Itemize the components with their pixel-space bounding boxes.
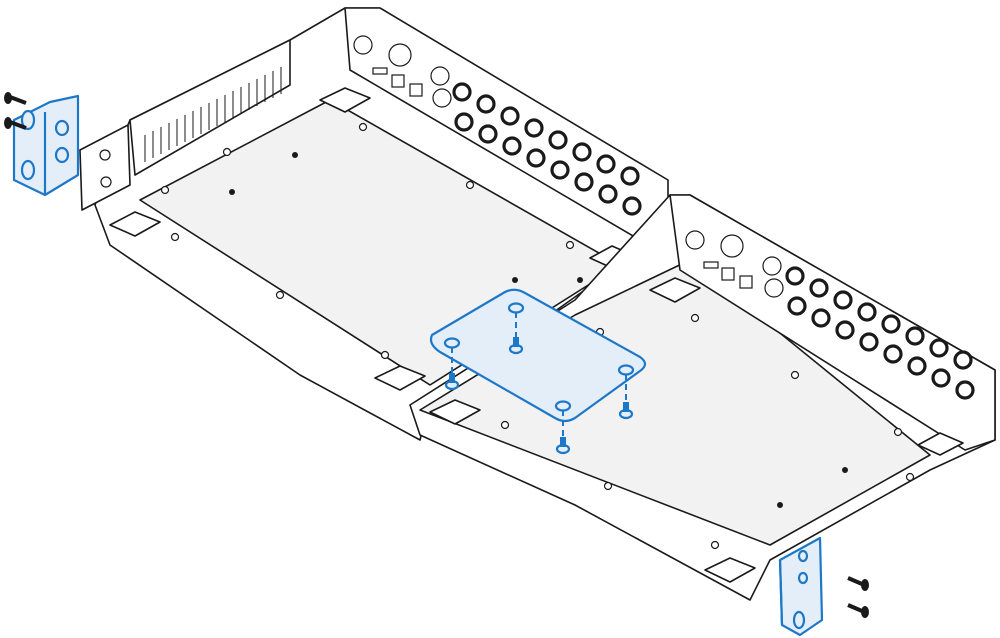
left-unit-side-wall [79,124,131,211]
rca-port [762,256,782,276]
midi-port [388,43,412,67]
audio-jack [785,266,805,286]
audio-jack [476,94,496,114]
mounting-screw-hole [577,277,583,283]
left-unit [94,7,669,441]
mounting-screw-hole [500,420,510,430]
mounting-screw-hole [465,180,475,190]
mounting-screw-hole [905,472,915,482]
audio-jack [929,338,949,358]
mounting-screw-hole [292,152,298,158]
mounting-screw-hole [275,290,285,300]
audio-jack [620,166,640,186]
audio-jack [833,290,853,310]
rca-port [430,66,450,86]
audio-jack [524,118,544,138]
plate-dash-guides [451,312,627,440]
ethernet-port [409,83,423,97]
audio-jack [809,278,829,298]
audio-jack [478,124,498,144]
rubber-foot [917,432,964,456]
rubber-foot [649,277,701,303]
joining-plate [429,288,647,423]
audio-jack [931,368,951,388]
mounting-screw-hole [777,502,783,508]
mounting-screw-hole [512,277,518,283]
rubber-foot [429,399,481,425]
audio-jack [907,356,927,376]
audio-jack [953,350,973,370]
mounting-screw-hole [229,189,235,195]
audio-jack [454,112,474,132]
left-unit-vents [144,67,282,162]
left-unit-rear-wall [129,39,291,176]
mounting-screw-hole [603,481,613,491]
audio-jack [500,106,520,126]
mounting-screw-hole [710,540,720,550]
audio-jack [452,82,472,102]
audio-jack [859,332,879,352]
plate-screws [444,337,634,455]
audio-jack [502,136,522,156]
rubber-foot [374,365,426,391]
screw-icon [4,117,27,130]
ethernet-port [391,74,405,88]
mounting-screw-hole [790,370,800,380]
audio-jack [883,344,903,364]
audio-jack [622,196,642,216]
screw-icon [618,402,634,420]
midi-port [685,230,705,250]
mounting-screw-hole [690,313,700,323]
midi-port [353,35,373,55]
ethernet-port [739,275,753,289]
audio-jack [572,142,592,162]
mounting-screw-hole [893,427,903,437]
right-unit-connectors [685,230,975,400]
mounting-screw-hole [842,467,848,473]
audio-jack [598,184,618,204]
screw-icon [555,437,571,455]
audio-jack [955,380,975,400]
screw-icon [847,603,869,618]
ethernet-port [721,267,735,281]
mounting-screw-hole [170,232,180,242]
audio-jack [596,154,616,174]
screw-icon [847,576,869,591]
mounting-screw-hole [565,240,575,250]
mounting-screw-hole [222,147,232,157]
screw-icon [508,337,524,355]
audio-jack [811,308,831,328]
mounting-screw-hole [380,350,390,360]
screw-icon [444,373,460,391]
usb-port [703,261,719,269]
left-unit-connectors [353,35,642,216]
usb-port [372,67,388,75]
audio-jack [905,326,925,346]
audio-jack [881,314,901,334]
audio-jack [548,130,568,150]
midi-port [720,234,744,258]
screw-icon [4,92,27,105]
audio-jack [550,160,570,180]
mounting-screw-hole [160,185,170,195]
right-rack-ear-assembly [778,536,869,637]
right-unit [409,194,996,601]
rubber-foot [319,87,371,113]
audio-jack [526,148,546,168]
mounting-screw-hole [358,122,368,132]
left-rack-ear-assembly [4,92,131,211]
rca-port [432,88,452,108]
audio-jack [787,296,807,316]
audio-jack [835,320,855,340]
rubber-foot [704,557,756,583]
rca-port [764,278,784,298]
right-unit-io-panel [669,194,996,451]
joining-plate-assembly [429,288,647,455]
audio-jack [574,172,594,192]
audio-jack [857,302,877,322]
rubber-foot [109,211,161,237]
